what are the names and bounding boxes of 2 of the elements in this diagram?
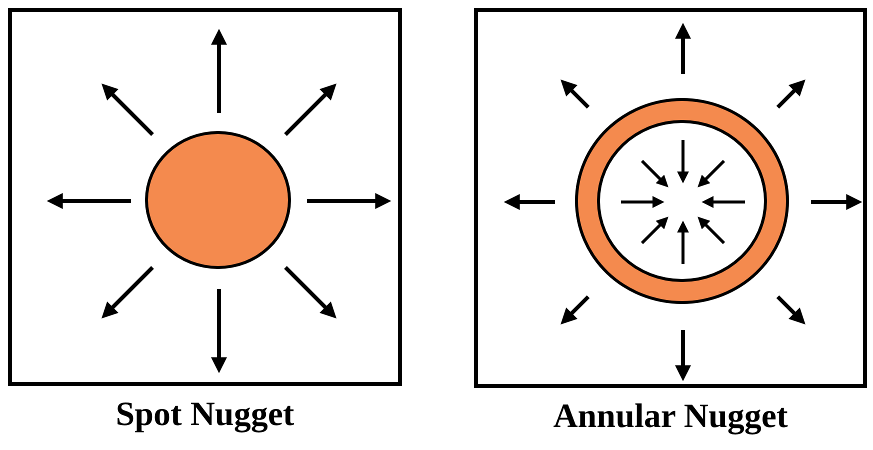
panel-caption: Annular Nugget [552,398,789,436]
panel-caption: Spot Nugget [114,396,296,434]
